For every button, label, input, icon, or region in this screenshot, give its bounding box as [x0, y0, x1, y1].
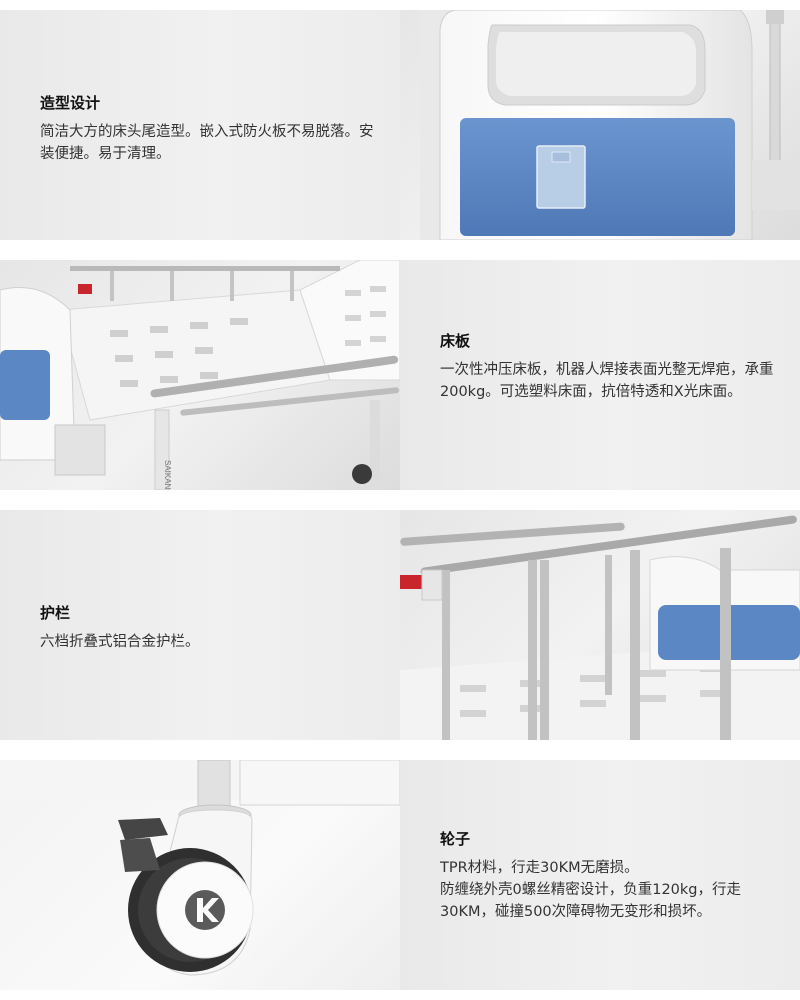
- siderail-image: [400, 510, 800, 740]
- product-mark: SAIKANG: [163, 460, 172, 490]
- section-title: 轮子: [440, 830, 471, 848]
- section-title: 造型设计: [40, 94, 101, 112]
- section-title: 床板: [440, 332, 471, 350]
- section-board-text: 床板 一次性冲压床板，机器人焊接表面光整无焊疤，承重200kg。可选塑料床面，抗…: [400, 260, 800, 490]
- section-siderail-text: 护栏 六档折叠式铝合金护栏。: [0, 510, 400, 740]
- bed-board-image: SAIKANG: [0, 260, 400, 490]
- section-description-line1: TPR材料，行走30KM无磨损。: [440, 860, 639, 876]
- caster-image: [0, 760, 400, 990]
- section-description: 简洁大方的床头尾造型。嵌入式防火板不易脱落。安装便捷。易于清理。: [40, 124, 374, 162]
- section-description-line2: 防缠绕外壳0螺丝精密设计，负重120kg，行走30KM，碰撞500次障碍物无变形…: [440, 882, 742, 920]
- section-description: 六档折叠式铝合金护栏。: [40, 634, 200, 650]
- headboard-image: [400, 10, 800, 240]
- section-caster-text: 轮子 TPR材料，行走30KM无磨损。 防缠绕外壳0螺丝精密设计，负重120kg…: [400, 760, 800, 990]
- section-description: 一次性冲压床板，机器人焊接表面光整无焊疤，承重200kg。可选塑料床面，抗倍特透…: [440, 362, 774, 400]
- section-design-text: 造型设计 简洁大方的床头尾造型。嵌入式防火板不易脱落。安装便捷。易于清理。: [0, 10, 400, 240]
- section-title: 护栏: [40, 604, 71, 622]
